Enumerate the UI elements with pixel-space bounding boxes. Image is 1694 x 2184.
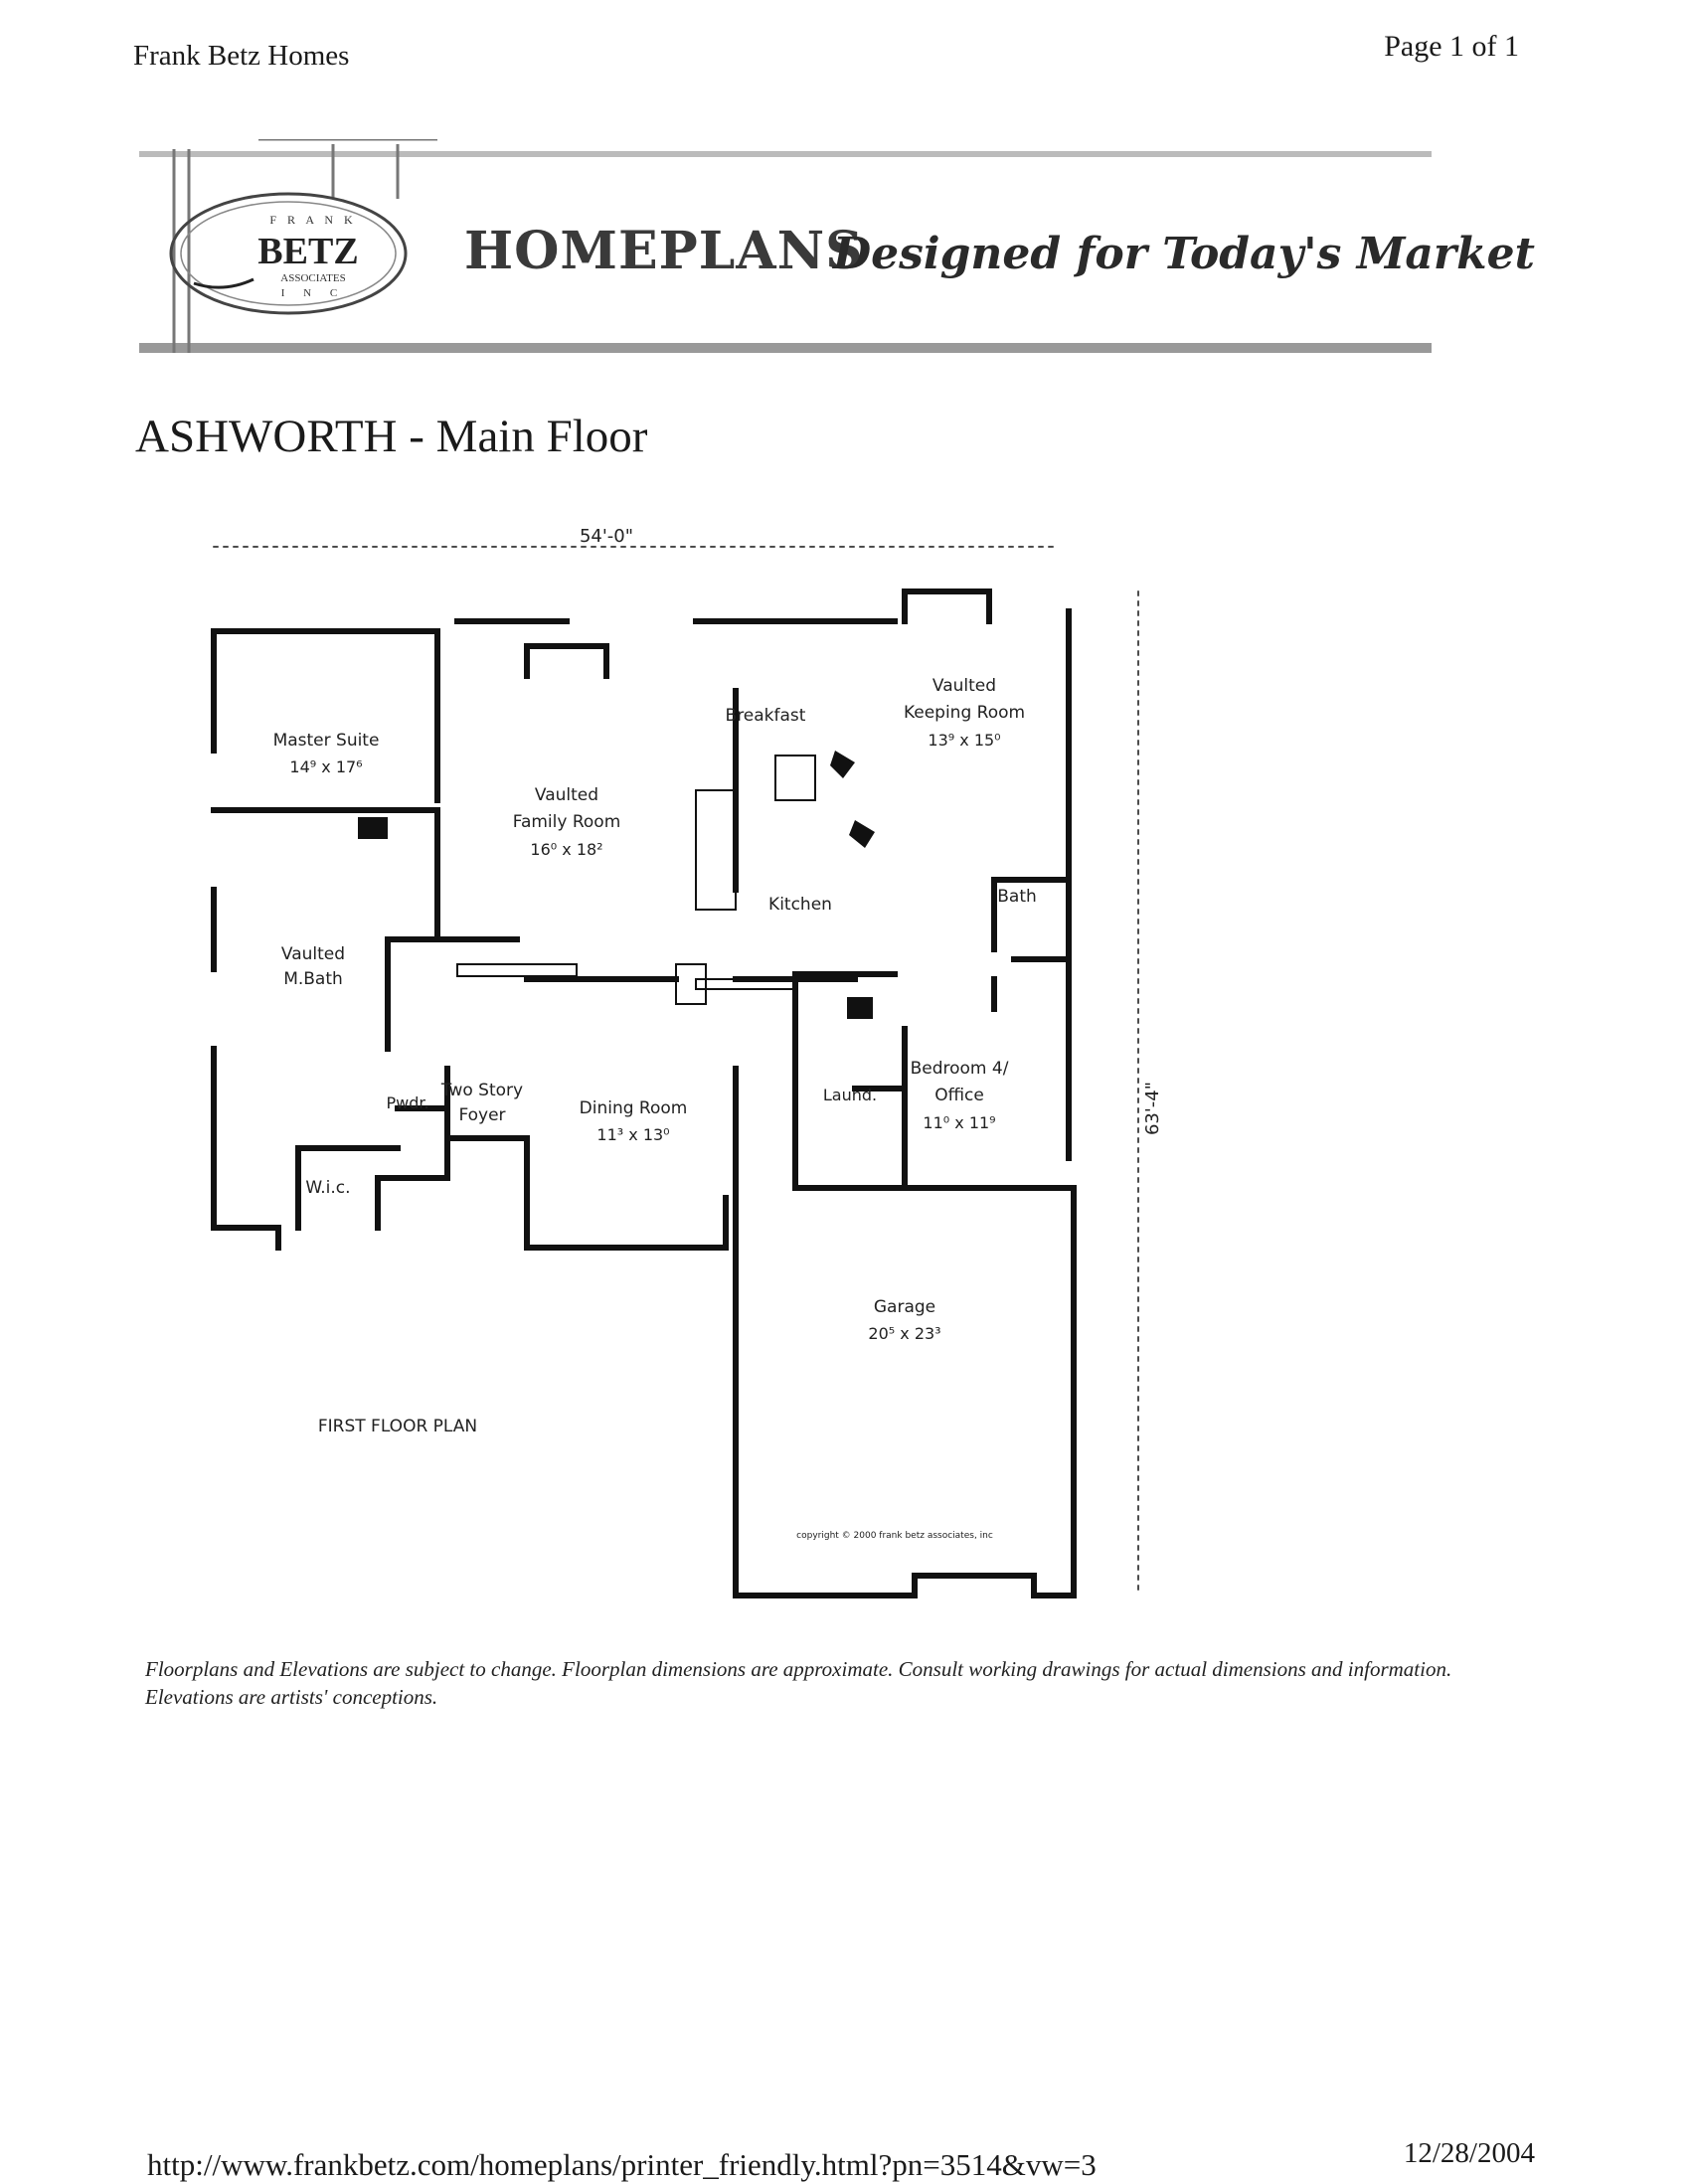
logo-sub-text: ASSOCIATES: [280, 272, 345, 284]
room-foyer: Foyer: [458, 1105, 505, 1125]
room-family-room: Family Room: [513, 812, 621, 832]
floor-plan: 54'-0" 63'-4" Master Suite 14⁹ x 17⁶ Vau…: [211, 526, 1163, 1598]
banner-frame: [139, 139, 1432, 353]
room-keeping-size: 13⁹ x 15⁰: [928, 731, 1000, 750]
site-name: Frank Betz Homes: [133, 40, 350, 72]
plan-label: FIRST FLOOR PLAN: [318, 1417, 477, 1436]
room-bedroom-4: Bedroom 4/: [911, 1059, 1009, 1079]
room-dining: Dining Room: [580, 1098, 688, 1118]
footer-url: http://www.frankbetz.com/homeplans/print…: [147, 2147, 1097, 2182]
company-logo: F R A N K BETZ ASSOCIATES I N C: [169, 192, 408, 315]
brand-text: HOMEPLANS: [464, 221, 864, 281]
room-foyer-two-story: Two Story: [440, 1081, 523, 1100]
disclaimer: Floorplans and Elevations are subject to…: [145, 1657, 1452, 1709]
room-keeping-vaulted: Vaulted: [932, 676, 996, 696]
room-kitchen: Kitchen: [768, 895, 832, 915]
plan-copyright: copyright © 2000 frank betz associates, …: [796, 1531, 993, 1541]
logo-top-text: F R A N K: [269, 213, 356, 227]
room-keeping-room: Keeping Room: [904, 703, 1025, 723]
width-dimension: 54'-0": [580, 526, 633, 547]
logo-bottom-text: I N C: [281, 287, 345, 299]
room-breakfast: Breakfast: [726, 706, 806, 726]
room-dining-size: 11³ x 13⁰: [596, 1125, 669, 1144]
room-powder: Pwdr.: [386, 1093, 428, 1112]
footer-date: 12/28/2004: [1403, 2137, 1535, 2169]
room-laundry: Laund.: [823, 1086, 877, 1104]
room-bath: Bath: [997, 887, 1037, 907]
room-family-size: 16⁰ x 18²: [530, 840, 602, 859]
room-garage-size: 20⁵ x 23³: [868, 1324, 940, 1343]
room-office: Office: [934, 1086, 984, 1105]
page-indicator: Page 1 of 1: [1384, 30, 1519, 63]
room-garage: Garage: [874, 1297, 935, 1317]
room-master-suite: Master Suite: [273, 731, 380, 751]
page-title: ASHWORTH - Main Floor: [135, 411, 648, 462]
logo-main-text: BETZ: [257, 231, 358, 272]
tagline-text: Designed for Today's Market: [833, 229, 1535, 279]
room-family-vaulted: Vaulted: [535, 785, 598, 805]
room-bedroom-size: 11⁰ x 11⁹: [923, 1113, 995, 1132]
room-master-suite-size: 14⁹ x 17⁶: [289, 757, 362, 776]
room-mbath-vaulted: Vaulted: [281, 944, 345, 964]
depth-dimension: 63'-4": [1142, 1082, 1163, 1135]
room-mbath: M.Bath: [283, 969, 343, 989]
room-wic: W.i.c.: [305, 1178, 350, 1198]
